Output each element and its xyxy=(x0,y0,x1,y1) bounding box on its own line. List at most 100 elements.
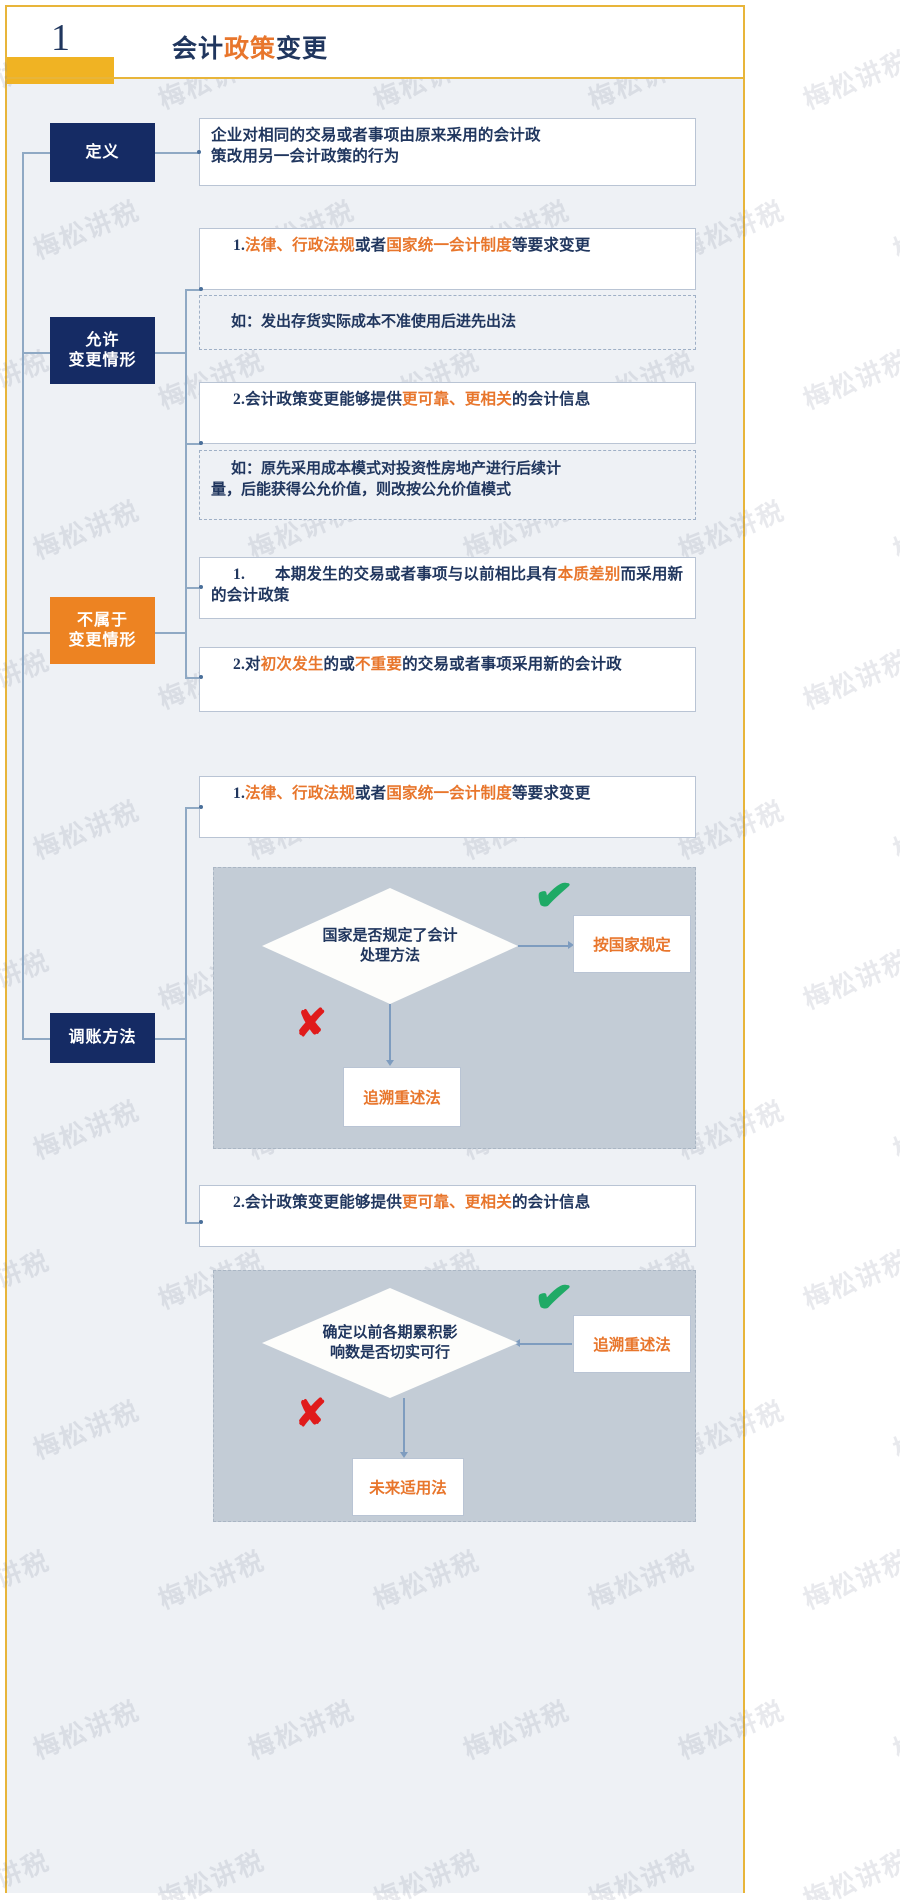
allowed-item2-num: 2. xyxy=(233,391,246,408)
adjust-item1-dot xyxy=(199,805,203,809)
watermark-text: 梅松讲税 xyxy=(799,645,900,715)
flow2-decision-diamond: 确定以前各期累积影 响数是否切实可行 xyxy=(262,1288,518,1398)
definition-line-2: 策改用另一会计政策的行为 xyxy=(211,147,400,165)
flow2-yes-result-text: 追溯重述法 xyxy=(593,1337,671,1354)
not-allowed-item1-seg-a: 本期发生的交易或者事项与以前相比具有 xyxy=(275,566,558,583)
watermark-text: 梅松讲税 xyxy=(889,1695,900,1765)
flow1-yes-result-text: 按国家规定 xyxy=(593,937,671,954)
allowed-item2-dot xyxy=(199,441,203,445)
page-title-part-1: 会计 xyxy=(172,36,225,63)
adjust-item1-seg-a: 法律、行政法规 xyxy=(245,785,355,802)
adjust-subtrunk xyxy=(185,808,187,1223)
watermark-text: 梅松讲税 xyxy=(799,945,900,1015)
watermark-text: 梅松讲税 xyxy=(889,495,900,565)
not-allowed-subtrunk xyxy=(185,588,187,678)
allowed-item1-num: 1. xyxy=(233,237,246,254)
not-allowed-item1-box: 1.本期发生的交易或者事项与以前相比具有本质差别而采用新的会计政策 xyxy=(199,557,696,619)
adjust-item2-box: 2.会计政策变更能够提供更可靠、更相关的会计信息 xyxy=(199,1185,696,1247)
header-divider xyxy=(7,77,743,79)
trunk-to-notallowed xyxy=(22,632,50,634)
allowed-item2-seg-c: 的会计信息 xyxy=(511,391,591,408)
trunk-to-allowed xyxy=(22,352,50,354)
watermark-text: 梅松讲税 xyxy=(889,795,900,865)
watermark-text: 梅松讲税 xyxy=(889,1095,900,1165)
adjust-item1-seg-c: 国家统一会计制度 xyxy=(386,785,512,802)
adjust-item1-seg-b: 或者 xyxy=(354,785,387,802)
adjust-to-item2 xyxy=(185,1222,201,1224)
adjust-to-item1 xyxy=(185,807,201,809)
allowed-to-item1 xyxy=(185,289,201,291)
allowed-item1-text: 1.法律、行政法规或者国家统一会计制度等要求变更 xyxy=(211,236,685,257)
flow1-no-line xyxy=(389,1004,391,1064)
branch-label-adjust[interactable]: 调账方法 xyxy=(50,1013,155,1063)
adjust-item2-dot xyxy=(199,1220,203,1224)
not-allowed-item1-dot xyxy=(199,585,203,589)
definition-connector-dot xyxy=(197,150,201,154)
allowed-subtrunk xyxy=(185,290,187,646)
flow1-yes-result-box: 按国家规定 xyxy=(573,915,691,973)
flow1-decision-text: 国家是否规定了会计 处理方法 xyxy=(322,926,457,967)
not-allowed-item2-seg-c: 的或 xyxy=(323,656,355,673)
branch-label-not-allowed-line2: 变更情形 xyxy=(68,631,137,649)
flow1-no-result-text: 追溯重述法 xyxy=(363,1090,441,1107)
allowed-example2-line-2: 量，后能获得公允价值，则改按公允价值模式 xyxy=(211,482,512,498)
adjust-item1-num: 1. xyxy=(233,785,246,802)
flow2-decision-line-1: 确定以前各期累积影 xyxy=(322,1324,458,1341)
allowed-item1-box: 1.法律、行政法规或者国家统一会计制度等要求变更 xyxy=(199,228,696,290)
page-title: 会计政策变更 xyxy=(172,29,328,65)
watermark-text: 梅松讲税 xyxy=(799,345,900,415)
branch-label-definition[interactable]: 定义 xyxy=(50,123,155,182)
slide-header: 1 会计政策变更 xyxy=(7,7,743,84)
adjust-stem xyxy=(155,1038,185,1040)
adjust-item1-seg-d: 等要求变更 xyxy=(511,785,591,802)
watermark-text: 梅松讲税 xyxy=(889,1395,900,1465)
adjust-item2-seg-b: 更可靠、更相关 xyxy=(402,1194,512,1211)
not-allowed-item2-seg-e: 的交易或者事项采用新的会计政 xyxy=(402,656,622,673)
allowed-item2-box: 2.会计政策变更能够提供更可靠、更相关的会计信息 xyxy=(199,382,696,444)
branch-label-not-allowed[interactable]: 不属于 变更情形 xyxy=(50,597,155,664)
branch-label-allowed-line2: 变更情形 xyxy=(68,351,137,369)
flow2-no-line xyxy=(403,1398,405,1456)
allowed-item1-dot xyxy=(199,287,203,291)
not-allowed-item1-seg-b: 本质差别 xyxy=(557,566,621,583)
not-allowed-to-item1 xyxy=(185,587,201,589)
not-allowed-to-item2 xyxy=(185,677,201,679)
trunk-connector xyxy=(22,153,24,1038)
allowed-example1-text: 如：发出存货实际成本不准使用后进先出法 xyxy=(231,314,517,330)
allowed-example2-line-1: 如：原先采用成本模式对投资性房地产进行后续计 xyxy=(231,461,562,477)
flow1-decision-line-1: 国家是否规定了会计 xyxy=(322,927,458,944)
flow2-yes-result-box: 追溯重述法 xyxy=(573,1315,691,1373)
adjust-item1-text: 1.法律、行政法规或者国家统一会计制度等要求变更 xyxy=(211,784,685,805)
flow2-decision-line-2: 响数是否切实可行 xyxy=(329,1345,450,1361)
watermark-text: 梅松讲税 xyxy=(799,1245,900,1315)
branch-label-definition-text: 定义 xyxy=(85,143,120,161)
not-allowed-stem xyxy=(155,632,185,634)
not-allowed-item2-num: 2. xyxy=(233,656,246,673)
watermark-text: 梅松讲税 xyxy=(799,45,900,115)
adjust-item2-seg-a: 会计政策变更能够提供 xyxy=(245,1194,403,1211)
allowed-example2-box: 如：原先采用成本模式对投资性房地产进行后续计 量，后能获得公允价值，则改按公允价… xyxy=(199,450,696,520)
trunk-to-adjust xyxy=(22,1038,50,1040)
not-allowed-item1-num: 1. xyxy=(233,566,246,583)
not-allowed-item2-seg-d: 不重要 xyxy=(354,656,403,673)
flow1-decision-diamond: 国家是否规定了会计 处理方法 xyxy=(262,888,518,1004)
flow1-no-cross-mark-icon: ✘ xyxy=(295,1003,327,1045)
branch-label-not-allowed-line1: 不属于 xyxy=(76,611,128,629)
flow2-decision-text: 确定以前各期累积影 响数是否切实可行 xyxy=(322,1323,457,1364)
header-section-number: 1 xyxy=(51,17,70,59)
not-allowed-item2-text: 2.对初次发生的或不重要的交易或者事项采用新的会计政 xyxy=(211,655,685,676)
branch-label-allowed[interactable]: 允许 变更情形 xyxy=(50,317,155,384)
adjust-item1-box: 1.法律、行政法规或者国家统一会计制度等要求变更 xyxy=(199,776,696,838)
trunk-to-definition xyxy=(22,152,50,154)
adjust-item2-text: 2.会计政策变更能够提供更可靠、更相关的会计信息 xyxy=(211,1193,685,1214)
flow1-yes-check-mark-icon: ✔ xyxy=(530,867,576,924)
flow2-no-result-text: 未来适用法 xyxy=(369,1480,447,1497)
allowed-item1-seg-a: 法律、行政法规 xyxy=(245,237,355,254)
flow2-no-cross-mark-icon: ✘ xyxy=(295,1393,327,1435)
not-allowed-item1-text: 1.本期发生的交易或者事项与以前相比具有本质差别而采用新的会计政策 xyxy=(211,565,685,607)
allowed-to-item2 xyxy=(185,443,201,445)
not-allowed-item2-dot xyxy=(199,675,203,679)
page-title-part-2: 变更 xyxy=(276,36,329,63)
flow2-no-arrow xyxy=(400,1452,408,1458)
page-title-highlight: 政策 xyxy=(224,36,277,63)
